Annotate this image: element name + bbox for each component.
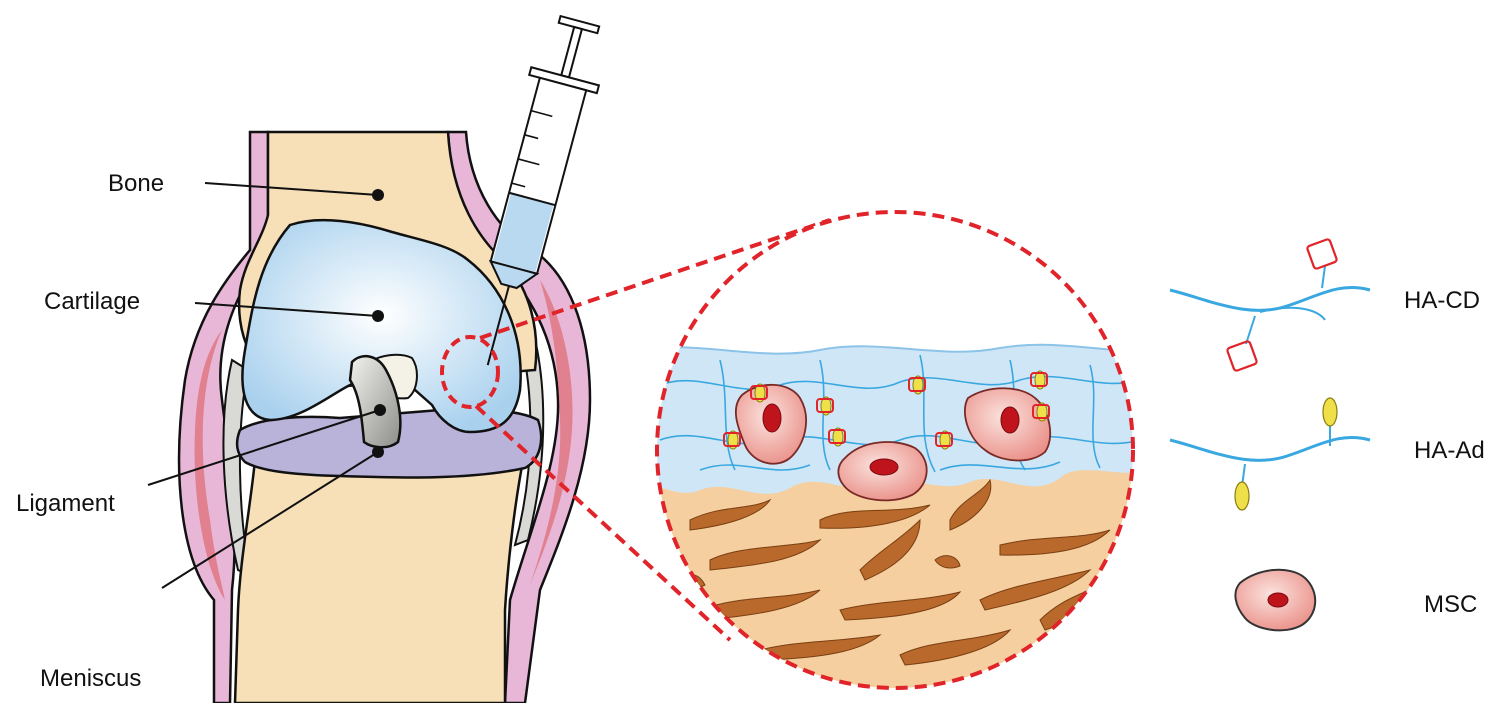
legend-ha-cd-glyph bbox=[1170, 239, 1370, 372]
tibia-bone bbox=[235, 450, 525, 703]
adamantane-icon bbox=[1235, 482, 1249, 510]
legend-ha-ad-glyph bbox=[1170, 398, 1370, 510]
legend-ha-ad-label: HA-Ad bbox=[1414, 437, 1485, 464]
subchondral-bone-layer bbox=[640, 470, 1160, 703]
meniscus-label: Meniscus bbox=[40, 665, 141, 692]
legend-msc-glyph bbox=[1235, 570, 1315, 631]
cyclodextrin-icon bbox=[1227, 341, 1258, 372]
legend-msc-label: MSC bbox=[1424, 591, 1477, 618]
ligament-label: Ligament bbox=[16, 490, 115, 517]
bone-label: Bone bbox=[108, 170, 164, 197]
legend-ha-cd-label: HA-CD bbox=[1404, 287, 1480, 314]
legend: HA-CD HA-Ad MSC bbox=[1170, 239, 1485, 631]
cartilage-label: Cartilage bbox=[44, 288, 140, 315]
cyclodextrin-icon bbox=[1307, 239, 1338, 270]
adamantane-icon bbox=[1323, 398, 1337, 426]
syringe-plunger-rod bbox=[561, 27, 582, 77]
